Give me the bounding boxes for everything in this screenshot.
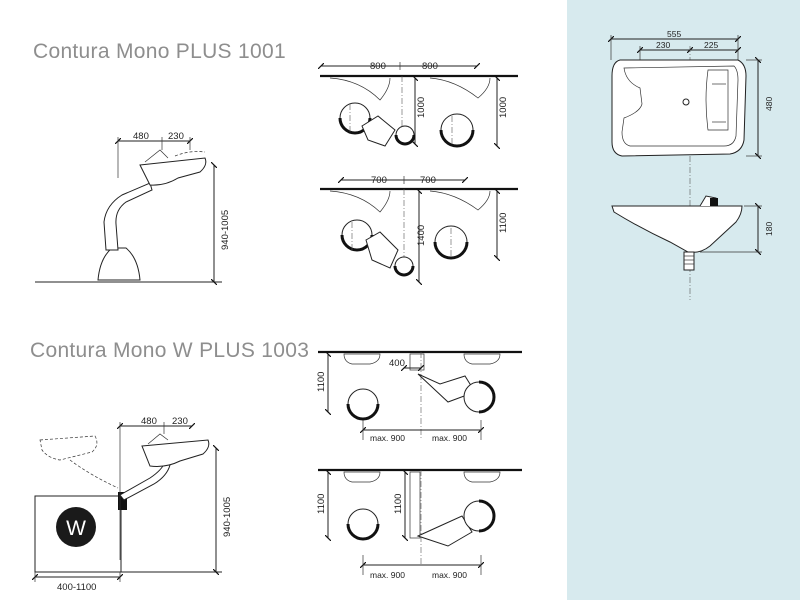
dim-1003a-offset: 400 xyxy=(389,358,405,369)
dim-1003-wall-range: 400-1100 xyxy=(57,582,96,593)
dim-1001b-depth-right: 1100 xyxy=(498,213,509,233)
dim-1001b-span-left: 700 xyxy=(371,175,387,186)
dim-1001-reach: 480 xyxy=(133,131,149,142)
model-title-1003: Contura Mono W PLUS 1003 xyxy=(30,339,310,362)
wall-mount-badge xyxy=(56,507,96,547)
basin-side-view xyxy=(611,195,762,271)
plan-1001-b xyxy=(320,176,518,282)
dim-1003-bowl: 230 xyxy=(172,416,188,427)
dim-1001a-span-right: 800 xyxy=(422,61,438,72)
dim-1001a-depth-center: 1000 xyxy=(416,97,427,118)
plan-1003-a xyxy=(318,350,522,440)
wall-mount-badge-letter: W xyxy=(66,517,86,540)
dim-1001b-span-right: 700 xyxy=(420,175,436,186)
dim-1001a-span-left: 800 xyxy=(370,61,386,72)
dim-1003-height: 940-1005 xyxy=(222,497,233,537)
dim-1003a-depth: 1100 xyxy=(316,372,327,392)
dim-basin-width: 555 xyxy=(667,29,681,39)
dim-1001b-depth-center: 1400 xyxy=(416,225,427,246)
dim-1003b-depth-left: 1100 xyxy=(316,494,327,514)
dim-1003-reach: 480 xyxy=(141,416,157,427)
side-view-1003 xyxy=(35,422,222,582)
dim-basin-left-part: 230 xyxy=(656,40,670,50)
basin-top-view xyxy=(611,35,762,300)
side-view-1001 xyxy=(35,137,222,282)
dim-1001-height: 940-1005 xyxy=(220,210,231,250)
dim-1003a-max-left: max. 900 xyxy=(370,433,405,443)
model-title-1001: Contura Mono PLUS 1001 xyxy=(33,40,286,63)
dim-1003b-max-right: max. 900 xyxy=(432,570,467,580)
dim-1003b-depth-center: 1100 xyxy=(393,494,404,514)
plan-1003-b xyxy=(318,468,522,575)
dim-1001a-depth-right: 1000 xyxy=(498,97,509,118)
dim-basin-right-part: 225 xyxy=(704,40,718,50)
plan-1001-a xyxy=(320,62,518,146)
dim-1001-bowl: 230 xyxy=(168,131,184,142)
dim-basin-height: 180 xyxy=(764,222,774,236)
dim-basin-depth: 480 xyxy=(764,97,774,111)
dim-1003b-max-left: max. 900 xyxy=(370,570,405,580)
dim-1003a-max-right: max. 900 xyxy=(432,433,467,443)
